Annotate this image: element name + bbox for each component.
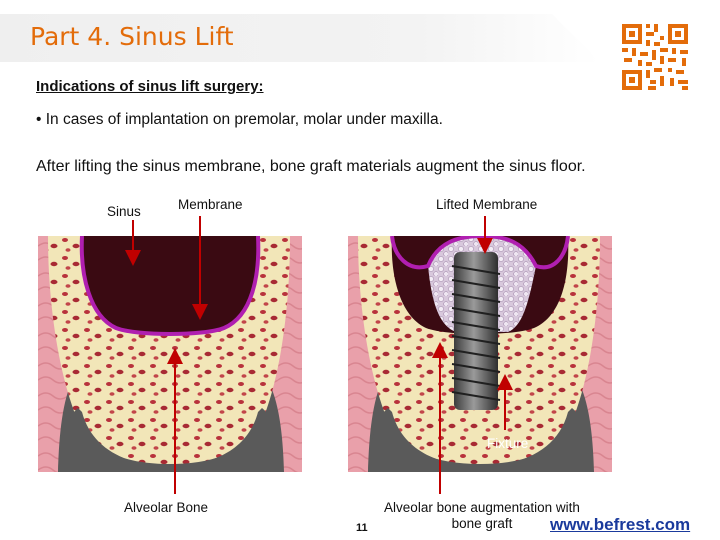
lifted-membrane-label: Lifted Membrane [436,197,538,212]
sinus-label: Sinus [107,204,141,219]
page-number: 11 [356,522,368,534]
website-link[interactable]: www.befrest.com [550,515,691,534]
indications-heading: Indications of sinus lift surgery: [36,78,264,95]
sinus-before-illustration [38,236,302,472]
description-paragraph: After lifting the sinus membrane, bone g… [36,158,586,175]
title-bar [0,14,600,62]
indication-bullet: • In cases of implantation on premolar, … [36,111,443,128]
alveolar-bone-label: Alveolar Bone [124,500,209,515]
augmentation-label-line2: bone graft [451,516,513,531]
augmentation-label: Alveolar bone augmentation with bone gra… [372,500,592,532]
sinus-after-illustration [348,236,612,472]
augmentation-label-line1: Alveolar bone augmentation with [384,500,580,515]
page-title: Part 4. Sinus Lift [30,22,234,51]
qr-code-icon[interactable] [620,22,690,92]
fixture-implant [451,252,501,410]
membrane-label: Membrane [178,197,243,212]
fixture-label: Fixture [487,436,529,451]
